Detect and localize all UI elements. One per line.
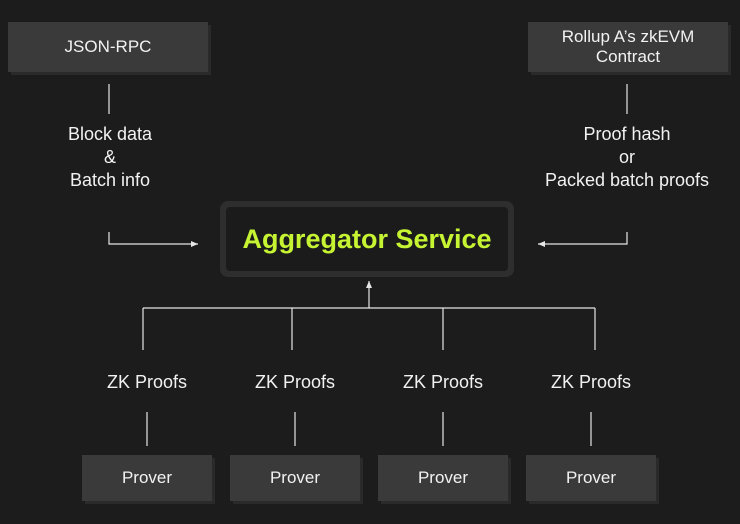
proof-hash-label: Proof hash or Packed batch proofs	[527, 123, 727, 192]
prover-box-3: Prover	[378, 455, 508, 501]
prover-label-4: Prover	[565, 468, 617, 487]
left-arrow	[108, 232, 198, 247]
zkevm-contract-label-line2: Contract	[595, 47, 661, 66]
prover-label-3: Prover	[417, 468, 469, 487]
proof-hash-line: Proof hash	[583, 124, 671, 144]
right-arrow	[538, 232, 628, 247]
zk-proofs-label-2: ZK Proofs	[254, 372, 336, 392]
ampersand-line: &	[103, 147, 116, 167]
aggregator-service-box: Aggregator Service	[220, 201, 514, 277]
zkevm-contract-box: Rollup A’s zkEVM Contract	[528, 22, 728, 72]
json-rpc-label: JSON-RPC	[64, 37, 152, 56]
aggregator-service-title: Aggregator Service	[226, 207, 508, 271]
prover-label-2: Prover	[269, 468, 321, 487]
block-data-line: Block data	[67, 124, 153, 144]
prover-box-4: Prover	[526, 455, 656, 501]
prover-box-1: Prover	[82, 455, 212, 501]
zkevm-contract-label-line1: Rollup A’s zkEVM	[561, 27, 695, 46]
block-data-label: Block data & Batch info	[20, 123, 200, 192]
json-rpc-box: JSON-RPC	[8, 22, 208, 72]
zk-proofs-label-1: ZK Proofs	[106, 372, 188, 392]
zk-proofs-label-3: ZK Proofs	[402, 372, 484, 392]
zk-proofs-label-4: ZK Proofs	[550, 372, 632, 392]
packed-batch-proofs-line: Packed batch proofs	[544, 170, 710, 190]
batch-info-line: Batch info	[69, 170, 151, 190]
prover-label-1: Prover	[121, 468, 173, 487]
prover-box-2: Prover	[230, 455, 360, 501]
or-line: or	[618, 147, 635, 167]
